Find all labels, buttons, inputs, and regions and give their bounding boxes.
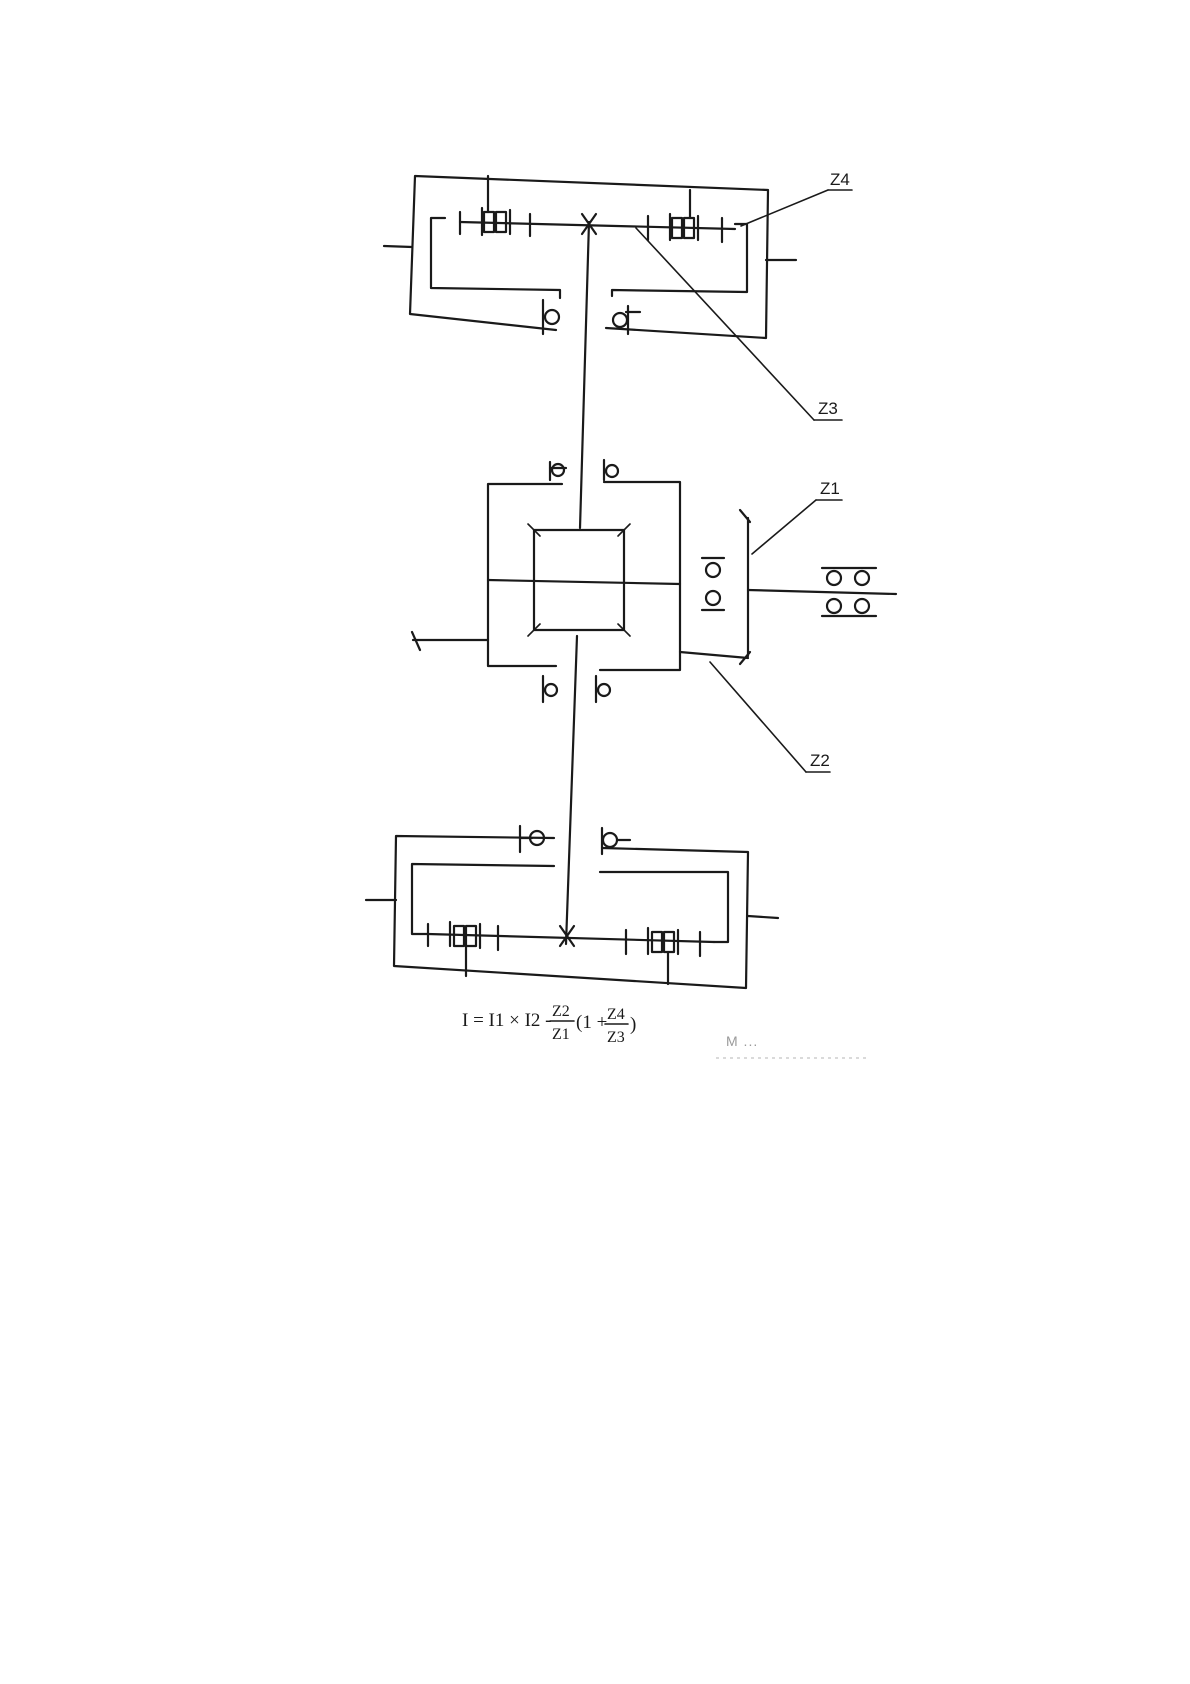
diff-upper-right-bearing-icon: [604, 460, 618, 480]
diff-inner-cage: [534, 530, 624, 630]
main-vertical-shaft-upper: [580, 222, 589, 528]
label-z1-group: Z1: [752, 479, 842, 554]
diff-housing: [488, 484, 562, 666]
label-z4: Z4: [830, 170, 850, 189]
input-pinion-shaft: [748, 590, 896, 594]
formula-paren-close: ): [630, 1014, 636, 1035]
input-pinion-link: [680, 652, 748, 658]
label-z3-group: Z3: [636, 228, 842, 420]
formula-frac1-numerator: Z2: [552, 1003, 570, 1020]
input-shaft-bearing-left-icon: [702, 558, 724, 610]
formula-paren-open: (1 +: [576, 1012, 607, 1033]
bottom-hub-assembly: [366, 826, 778, 988]
diff-upper-left-bearing-icon: [550, 462, 566, 480]
label-z2-group: Z2: [710, 662, 830, 772]
formula-frac2-numerator: Z4: [607, 1006, 625, 1023]
bottom-right-stub-shaft: [748, 916, 778, 918]
bottom-hub-left-bearing-icon: [520, 826, 544, 852]
diff-lower-left-bearing-icon: [543, 676, 557, 702]
gear-ratio-formula: I = I1 × I2 - Z2 Z1 (1 + Z4 Z3 ): [462, 1003, 636, 1046]
bottom-hub-right-bearing-icon: [602, 828, 630, 854]
formula-lhs: I = I1 × I2 -: [462, 1010, 552, 1031]
formula-frac1-denominator: Z1: [552, 1026, 570, 1043]
formula-frac2-denominator: Z3: [607, 1029, 625, 1046]
top-left-gear-cluster: [460, 206, 530, 236]
leader-z3: [636, 228, 814, 420]
watermark-stamp: M ...: [716, 1033, 870, 1058]
top-hub-assembly: [384, 176, 796, 338]
label-z3: Z3: [818, 399, 838, 418]
diff-lower-right-bearing-icon: [596, 676, 610, 702]
leader-z4: [741, 190, 828, 226]
diff-housing-right: [600, 482, 680, 670]
label-z4-group: Z4: [741, 170, 852, 226]
bottom-hub-inner-housing: [412, 864, 554, 934]
label-z2: Z2: [810, 751, 830, 770]
leader-z1: [752, 500, 816, 554]
bottom-right-gear-cluster: [626, 928, 700, 984]
main-vertical-shaft-lower: [566, 636, 577, 944]
leader-z2: [710, 662, 806, 772]
label-z1: Z1: [820, 479, 840, 498]
top-right-gear-cluster: [648, 190, 722, 242]
top-hub-inner-housing-right: [612, 224, 747, 296]
bottom-hub-outer-housing: [394, 836, 748, 988]
watermark-text: M ...: [726, 1033, 758, 1049]
top-left-stub-shaft: [384, 246, 412, 247]
diff-horizontal-axle: [488, 580, 680, 584]
